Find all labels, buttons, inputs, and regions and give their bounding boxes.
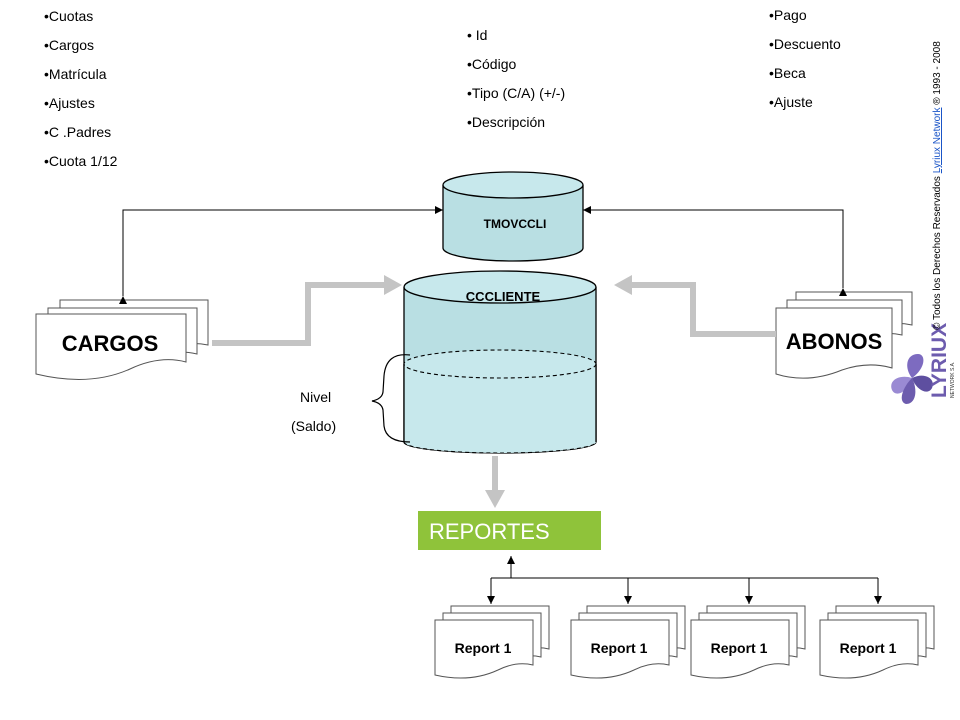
saldo-label: (Saldo) bbox=[291, 418, 337, 434]
abonos-tmov-connector bbox=[583, 206, 847, 296]
report-doc-2: Report 1 bbox=[570, 605, 686, 679]
reportes-label: REPORTES bbox=[429, 519, 550, 544]
report-doc-4: Report 1 bbox=[819, 605, 935, 679]
cargos-to-ccliente-arrow bbox=[212, 275, 402, 346]
abonos-document-stack: ABONOS bbox=[775, 291, 913, 379]
ccliente-to-reportes-arrow bbox=[485, 456, 505, 508]
list-item: Matrícula bbox=[44, 67, 107, 81]
report-label: Report 1 bbox=[455, 640, 512, 656]
report-tree bbox=[487, 556, 882, 604]
list-item: Pago bbox=[769, 8, 807, 22]
report-label: Report 1 bbox=[840, 640, 897, 656]
abonos-to-ccliente-arrow bbox=[614, 275, 776, 337]
lyriux-logo: LYRIUX NETWORK S.A. bbox=[891, 323, 956, 404]
abonos-doc-label: ABONOS bbox=[786, 329, 883, 354]
report-label: Report 1 bbox=[711, 640, 768, 656]
list-item: Código bbox=[467, 57, 516, 71]
list-item: C .Padres bbox=[44, 125, 111, 139]
copyright-prefix: © Todos los Derechos Reservados bbox=[932, 173, 943, 330]
report-doc-3: Report 1 bbox=[690, 605, 806, 679]
logo-brand: LYRIUX bbox=[928, 323, 951, 398]
reportes-box: REPORTES bbox=[418, 511, 601, 550]
list-item: Cargos bbox=[44, 38, 94, 52]
ccliente-cylinder: CCCLIENTE bbox=[403, 270, 597, 454]
ccliente-label: CCCLIENTE bbox=[466, 289, 541, 304]
level-band bbox=[404, 364, 596, 453]
cargos-document-stack: CARGOS bbox=[35, 299, 209, 380]
list-item: Cuotas bbox=[44, 9, 93, 23]
cargos-tmov-connector bbox=[119, 206, 443, 304]
logo-sub: NETWORK S.A. bbox=[950, 362, 956, 398]
list-item: Cuota 1/12 bbox=[44, 154, 118, 168]
tmovccli-label: TMOVCCLI bbox=[484, 217, 547, 231]
copyright-suffix: ® 1993 - 2008 bbox=[932, 41, 943, 108]
list-item: Beca bbox=[769, 66, 806, 80]
list-item: Id bbox=[467, 28, 488, 42]
list-item: Tipo (C/A) (+/-) bbox=[467, 86, 565, 100]
list-item: Descuento bbox=[769, 37, 841, 51]
cargos-list: Cuotas Cargos Matrícula Ajustes C .Padre… bbox=[44, 9, 184, 179]
copyright-text: © Todos los Derechos Reservados Lyriux N… bbox=[932, 41, 943, 330]
list-item: Ajuste bbox=[769, 95, 813, 109]
list-item: Ajustes bbox=[44, 96, 95, 110]
nivel-label: Nivel bbox=[300, 389, 332, 405]
level-line bbox=[403, 349, 597, 379]
nivel-brace bbox=[371, 354, 411, 443]
tmovccli-cylinder: TMOVCCLI bbox=[442, 171, 584, 262]
fields-list: Id Código Tipo (C/A) (+/-) Descripción bbox=[467, 28, 627, 138]
report-label: Report 1 bbox=[591, 640, 648, 656]
lyriux-network-link[interactable]: Lyriux Network bbox=[932, 107, 943, 174]
report-doc-1: Report 1 bbox=[434, 605, 550, 679]
list-item: Descripción bbox=[467, 115, 545, 129]
cargos-doc-label: CARGOS bbox=[62, 331, 159, 356]
abonos-list: Pago Descuento Beca Ajuste bbox=[769, 8, 879, 118]
